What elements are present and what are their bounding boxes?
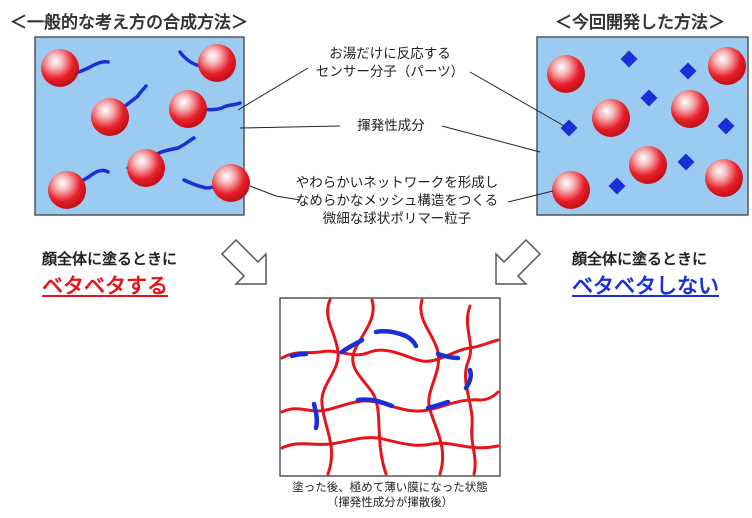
polymer-sphere — [671, 90, 709, 128]
right-arrow-icon — [495, 238, 542, 285]
sensor-molecule-label: お湯だけに反応する センサー分子（パーツ） — [300, 45, 480, 81]
left-spheres — [41, 44, 250, 209]
leader-line — [469, 71, 567, 128]
right-caption-emphasis: ベタベタしない — [572, 274, 719, 298]
left-caption-line1: 顔全体に塗るときに — [42, 250, 178, 268]
arrows — [220, 238, 542, 285]
left-panel — [34, 36, 250, 216]
network-chain — [419, 298, 445, 476]
leader-line — [275, 195, 301, 201]
sensor-label-line2: センサー分子（パーツ） — [315, 64, 465, 80]
leader-line — [237, 67, 309, 111]
sensor-diamond — [677, 153, 695, 171]
polymer-sphere — [552, 171, 590, 209]
leader-line — [441, 125, 541, 153]
polymer-sphere — [91, 98, 129, 136]
polymer-particle-label: やわらかいネットワークを形成し なめらかなメッシュ構造をつくる 微細な球状ポリマ… — [282, 174, 512, 228]
leader-line — [507, 190, 554, 203]
sensor-diamond — [640, 89, 658, 107]
network-chain — [320, 298, 340, 476]
leader-line — [249, 185, 277, 197]
left-panel-title: ＜一般的な考え方の合成方法＞ — [10, 13, 248, 33]
sensor-segment — [289, 351, 309, 359]
right-spheres — [547, 47, 746, 209]
polymer-label-line3: 微細な球状ポリマー粒子 — [322, 211, 472, 227]
polymer-sphere — [198, 44, 236, 82]
sensor-diamond — [679, 62, 697, 80]
network-chain — [280, 436, 500, 450]
bottom-panel — [279, 297, 501, 477]
network-chain — [351, 298, 388, 476]
right-panel — [536, 36, 749, 216]
polymer-sphere — [48, 171, 86, 209]
polymer-sphere — [169, 90, 207, 128]
polymer-sphere — [212, 164, 250, 202]
polymer-sphere — [708, 47, 746, 85]
polymer-sphere — [705, 159, 743, 197]
network-chain — [280, 338, 500, 363]
polymer-label-line2: なめらかなメッシュ構造をつくる — [295, 193, 499, 209]
polymer-sphere — [127, 149, 165, 187]
sensor-diamond — [620, 50, 638, 68]
chain — [76, 60, 110, 74]
polymer-sphere — [592, 99, 630, 137]
right-panel-title: ＜今回開発した方法＞ — [555, 13, 725, 33]
bottom-caption: 塗った後、極めて薄い膜になった状態 （揮発性成分が揮散後） — [270, 480, 510, 510]
sensor-label-line1: お湯だけに反応する — [329, 46, 451, 62]
polymer-label-line1: やわらかいネットワークを形成し — [295, 175, 499, 191]
leader-line — [239, 125, 341, 129]
sensor-segment — [373, 328, 419, 349]
polymer-sphere — [547, 55, 585, 93]
sensor-segment — [311, 401, 320, 431]
sensor-segment — [463, 367, 474, 391]
sensor-segment — [339, 337, 365, 355]
sensor-segment — [425, 399, 451, 411]
sensor-segment — [435, 351, 461, 361]
sensor-diamond — [608, 177, 626, 195]
bottom-caption-line2: （揮発性成分が揮散後） — [326, 495, 454, 509]
polymer-sphere — [629, 146, 667, 184]
left-arrow-icon — [220, 238, 267, 285]
volatile-component-label: 揮発性成分 — [357, 118, 425, 134]
left-caption-emphasis: ベタベタする — [42, 274, 168, 298]
leader-lines — [237, 67, 567, 203]
right-sensor-diamonds — [560, 50, 735, 195]
polymer-sphere — [41, 49, 79, 87]
sensor-segment — [355, 397, 395, 409]
network-chain — [280, 390, 500, 414]
chain — [148, 136, 196, 160]
sensor-diamond — [560, 119, 578, 137]
right-caption-line1: 顔全体に塗るときに — [572, 250, 708, 268]
network-blue-segments — [289, 328, 474, 431]
sensor-diamond — [717, 117, 735, 135]
bottom-caption-line1: 塗った後、極めて薄い膜になった状態 — [292, 480, 488, 494]
